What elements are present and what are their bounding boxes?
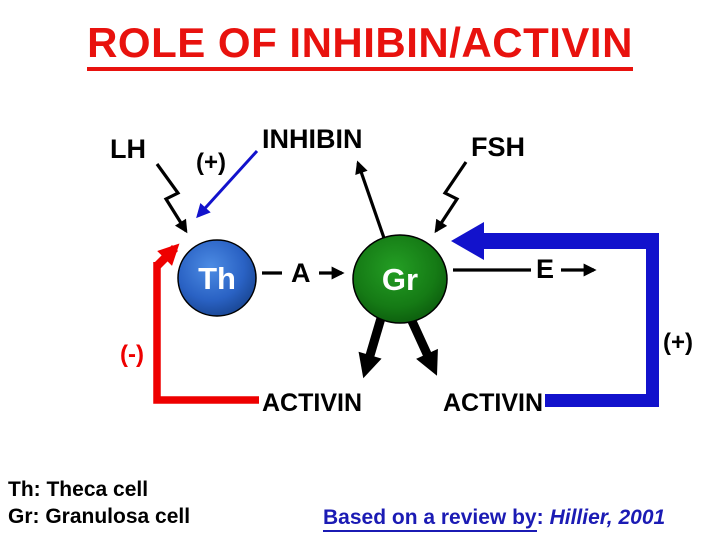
attribution: Based on a review by:Hillier, 2001 (323, 506, 666, 532)
red-loop-arrow (153, 243, 180, 270)
blue-feedback-loop (451, 222, 659, 407)
granulosa-cell-label: Gr (381, 262, 419, 297)
blue-loop-top-bar (482, 233, 659, 249)
attribution-source: Hillier, 2001 (549, 506, 666, 529)
estrogen-label: E (536, 254, 555, 284)
androgen-label: A (291, 258, 311, 288)
slide-title: ROLE OF INHIBIN/ACTIVIN (87, 22, 633, 71)
title-bar: ROLE OF INHIBIN/ACTIVIN (0, 22, 720, 71)
inhibin-to-theca-arrow (196, 149, 259, 219)
inhibin-label: INHIBIN (262, 124, 363, 154)
fsh-lightning-arrow (434, 161, 468, 234)
blue-loop-arrowhead (451, 222, 484, 260)
red-loop-path (153, 262, 259, 404)
theca-cell-circle (177, 239, 257, 317)
plus-top-label: (+) (196, 149, 226, 176)
legend-theca-line: Th: Theca cell (8, 478, 149, 501)
lh-lightning-arrow (155, 163, 188, 234)
plus-right-label: (+) (663, 329, 693, 356)
theca-cell-label: Th (198, 260, 236, 296)
blue-loop-bottom-bar (545, 394, 659, 407)
activin-right-label: ACTIVIN (443, 389, 543, 417)
attribution-link[interactable]: Based on a review by (323, 506, 537, 532)
granulosa-to-inhibin-arrow (355, 160, 386, 239)
blue-loop-vertical-bar (646, 233, 659, 407)
red-feedback-loop (153, 243, 259, 404)
fsh-label: FSH (471, 132, 525, 162)
lh-label: LH (110, 134, 146, 164)
attribution-separator: : (536, 506, 544, 529)
legend-granulosa-line: Gr: Granulosa cell (8, 505, 191, 528)
minus-left-label: (-) (120, 341, 144, 368)
granulosa-cell-circle (352, 234, 448, 324)
activin-left-label: ACTIVIN (262, 389, 362, 417)
